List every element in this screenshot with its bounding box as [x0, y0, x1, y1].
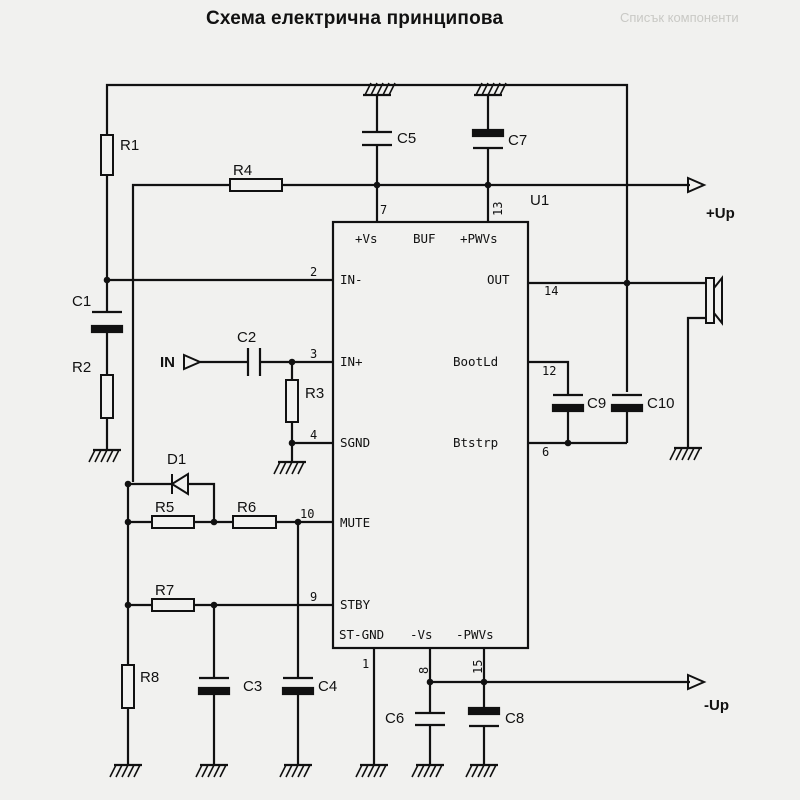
resistor-r5 [151, 515, 195, 529]
svg-text:BUF: BUF [413, 231, 436, 246]
ground-icon-c5 [363, 82, 396, 97]
label-c1: C1 [72, 293, 91, 310]
ground-icon-r3 [273, 460, 306, 475]
svg-text:MUTE: MUTE [340, 515, 370, 530]
svg-text:+PWVs: +PWVs [460, 231, 498, 246]
resistor-r1 [100, 134, 114, 176]
svg-text:7: 7 [380, 203, 387, 217]
resistors [100, 134, 299, 709]
plus-up-arrow [687, 176, 707, 194]
svg-text:6: 6 [542, 445, 549, 459]
ground-icon-r2 [88, 448, 121, 463]
label-r8: R8 [140, 669, 159, 686]
label-r6: R6 [237, 499, 256, 516]
svg-text:IN-: IN- [340, 272, 363, 287]
ground-icon-speaker [669, 446, 702, 461]
svg-text:ST-GND: ST-GND [339, 627, 384, 642]
input-label: IN [160, 354, 175, 371]
junctions [103, 181, 631, 686]
svg-text:IN+: IN+ [340, 354, 363, 369]
label-r7: R7 [155, 582, 174, 599]
svg-text:13: 13 [491, 202, 505, 216]
label-r5: R5 [155, 499, 174, 516]
ground-symbols [363, 82, 507, 97]
capacitor-c2 [246, 348, 262, 376]
capacitors [90, 128, 644, 728]
label-c9: C9 [587, 395, 606, 412]
capacitor-c7 [471, 128, 505, 150]
resistor-r6 [232, 515, 277, 529]
svg-text:9: 9 [310, 590, 317, 604]
label-r4: R4 [233, 162, 252, 179]
capacitor-c1 [90, 310, 124, 334]
minus-up-arrow [687, 673, 707, 691]
label-c4: C4 [318, 678, 337, 695]
plus-up-label: +Up [706, 205, 735, 222]
label-c7: C7 [508, 132, 527, 149]
ic-pin-labels: +Vs BUF +PWVs IN- OUT IN+ SGND BootLd Bt… [339, 231, 510, 642]
page-title: Схема електрична принципова [206, 8, 504, 29]
bottom-grounds [88, 446, 702, 778]
label-c5: C5 [397, 130, 416, 147]
label-c8: C8 [505, 710, 524, 727]
ic-pin-numbers: 7 13 2 14 3 4 12 6 10 9 1 8 15 [300, 202, 558, 674]
capacitor-c10 [610, 393, 644, 413]
svg-text:-Vs: -Vs [410, 627, 433, 642]
svg-text:1: 1 [362, 657, 369, 671]
svg-text:Btstrp: Btstrp [453, 435, 498, 450]
label-d1: D1 [167, 451, 186, 468]
ground-icon-c6 [411, 763, 444, 778]
svg-text:OUT: OUT [487, 272, 510, 287]
capacitor-c4 [281, 676, 315, 696]
label-r3: R3 [305, 385, 324, 402]
svg-text:2: 2 [310, 265, 317, 279]
svg-text:STBY: STBY [340, 597, 371, 612]
ground-icon-r8 [109, 763, 142, 778]
svg-text:4: 4 [310, 428, 317, 442]
label-r1: R1 [120, 137, 139, 154]
resistor-r8 [121, 664, 135, 709]
wires [105, 83, 706, 765]
svg-text:-PWVs: -PWVs [456, 627, 494, 642]
resistor-r3 [285, 379, 299, 423]
svg-text:3: 3 [310, 347, 317, 361]
speaker-icon [705, 275, 723, 326]
capacitor-c9 [551, 393, 585, 413]
label-c6: C6 [385, 710, 404, 727]
ground-icon-c3 [195, 763, 228, 778]
label-r2: R2 [72, 359, 91, 376]
resistor-r4 [229, 178, 283, 192]
label-c10: C10 [647, 395, 675, 412]
svg-text:BootLd: BootLd [453, 354, 498, 369]
capacitor-c8 [467, 706, 501, 728]
ic-u1-body [331, 220, 530, 650]
label-c3: C3 [243, 678, 262, 695]
ground-icon-c8 [465, 763, 498, 778]
resistor-r7 [151, 598, 195, 612]
component-labels: R1 R4 C5 C7 C1 R2 C2 R3 C9 C10 D1 R5 R6 … [72, 130, 675, 727]
resistor-r2 [100, 374, 114, 419]
input-arrow [183, 353, 203, 371]
svg-text:15: 15 [471, 660, 485, 674]
ground-icon-c7 [474, 82, 507, 97]
capacitor-c3 [197, 676, 231, 696]
u1-label: U1 [530, 192, 549, 209]
label-c2: C2 [237, 329, 256, 346]
faded-header: Списък компоненти [620, 10, 739, 25]
svg-text:+Vs: +Vs [355, 231, 378, 246]
ground-icon-c4 [279, 763, 312, 778]
capacitor-c5 [362, 130, 392, 147]
minus-up-label: -Up [704, 697, 729, 714]
ground-icon-pin1 [355, 763, 388, 778]
svg-text:12: 12 [542, 364, 556, 378]
capacitor-c6 [415, 711, 445, 727]
svg-text:8: 8 [417, 667, 431, 674]
svg-text:SGND: SGND [340, 435, 370, 450]
svg-text:10: 10 [300, 507, 314, 521]
diode-d1 [170, 472, 189, 496]
svg-text:14: 14 [544, 284, 558, 298]
